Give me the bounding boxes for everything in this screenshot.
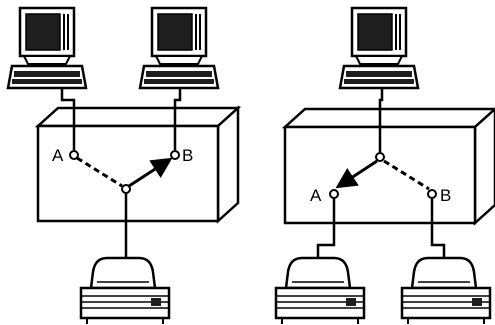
left-terminal-a-icon [6, 6, 88, 90]
left-port-a [69, 150, 79, 160]
left-panel: A B [6, 6, 242, 325]
left-switch-lever [128, 157, 173, 188]
right-printer-a-icon [274, 256, 366, 325]
right-port-b [427, 189, 437, 199]
right-printer-cable-a [316, 198, 336, 262]
right-label-b: B [440, 186, 451, 205]
right-switch-dashed-link [383, 159, 430, 191]
left-terminal-b-icon [138, 6, 220, 90]
left-switch-pivot [121, 184, 131, 194]
right-printer-b-icon [400, 256, 492, 325]
left-label-b: B [182, 146, 193, 165]
right-printer-cable-b [430, 198, 446, 262]
right-switch-lever [335, 159, 378, 189]
left-cable-a [60, 88, 76, 150]
right-switch-box [281, 107, 495, 226]
left-label-a: A [52, 146, 64, 165]
right-label-a: A [310, 186, 322, 205]
left-printer-icon [79, 256, 171, 325]
right-port-a [329, 189, 339, 199]
left-cable-b [173, 88, 182, 150]
right-terminal-icon [338, 6, 420, 90]
right-panel: A B [274, 6, 495, 325]
left-switch-box [34, 105, 242, 224]
left-port-b [170, 150, 180, 160]
right-terminal-cable [378, 88, 384, 152]
left-switch-dashed-link [76, 156, 123, 188]
right-switch-pivot [375, 152, 385, 162]
